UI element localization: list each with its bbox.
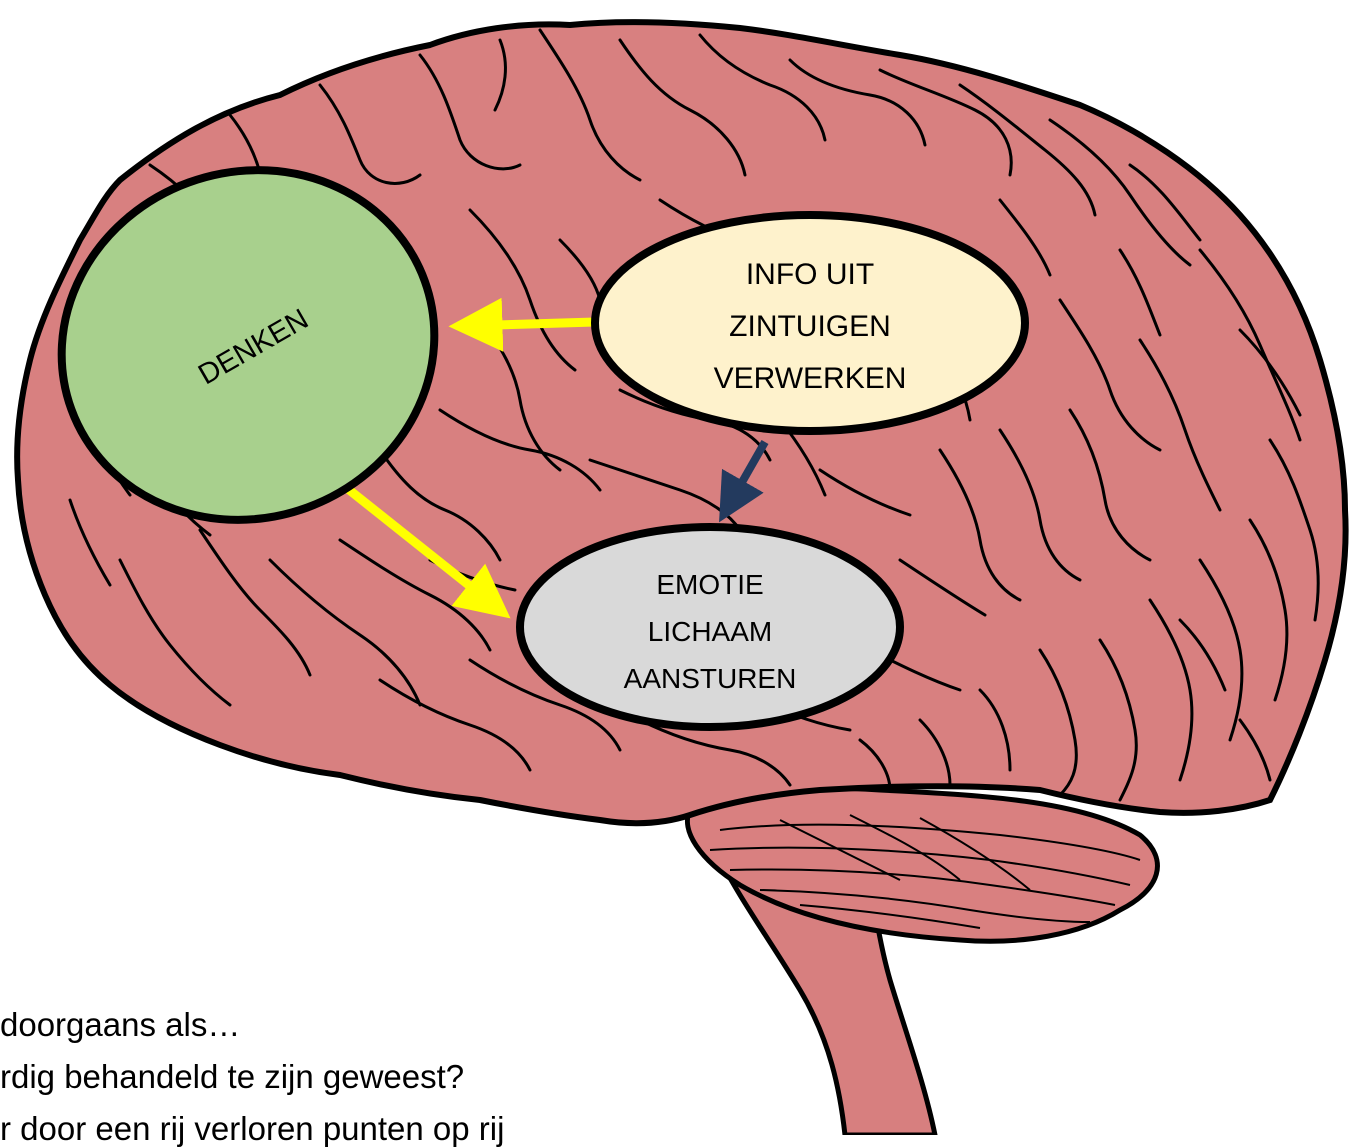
node-emotie-line-3: AANSTUREN — [624, 663, 797, 694]
node-emotie-line-2: LICHAAM — [648, 616, 772, 647]
node-info-line-3: VERWERKEN — [714, 362, 907, 395]
caption-line-1: doorgaans als… — [0, 1008, 240, 1041]
node-info-line-2: ZINTUIGEN — [729, 310, 891, 343]
caption-line-3: r door een rij verloren punten op rij — [0, 1112, 504, 1145]
node-emotie-line-1: EMOTIE — [656, 569, 763, 600]
node-emotie: EMOTIE LICHAAM AANSTUREN — [520, 527, 900, 727]
caption-line-2: rdig behandeld te zijn geweest? — [0, 1060, 464, 1093]
node-info: INFO UIT ZINTUIGEN VERWERKEN — [595, 215, 1025, 431]
node-info-line-1: INFO UIT — [746, 258, 874, 291]
arrow-info-to-denken — [462, 322, 595, 326]
